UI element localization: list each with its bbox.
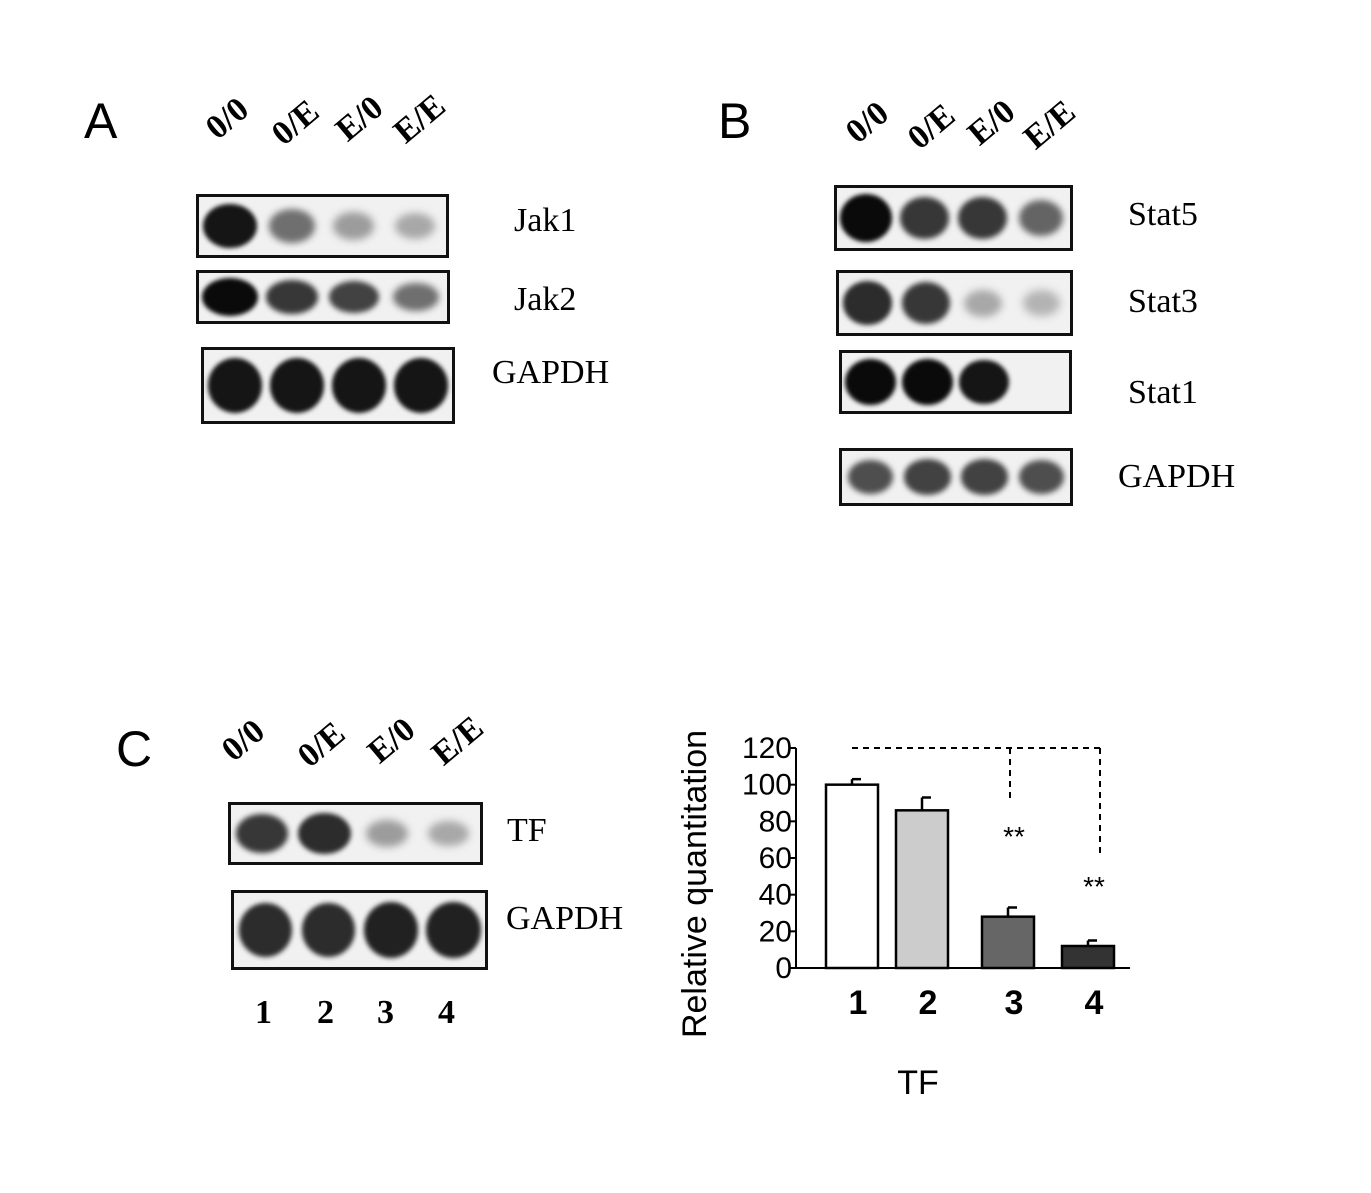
blot-band xyxy=(1018,460,1065,494)
panel-b-letter: B xyxy=(718,93,752,149)
panel-c-lane-number-4: 4 xyxy=(438,994,455,1031)
panel-a-label-jak1: Jak1 xyxy=(514,202,577,239)
panel-b-blot-gapdh xyxy=(839,448,1073,506)
panel-a-blot-gapdh xyxy=(201,347,455,424)
panel-a-blot-jak2 xyxy=(196,270,450,324)
blot-band xyxy=(901,358,953,406)
blot-band xyxy=(393,357,449,413)
panel-c-letter: C xyxy=(116,721,153,777)
panel-b-blot-stat1 xyxy=(839,350,1072,414)
x-tick-label: 4 xyxy=(1085,984,1104,1022)
panel-b-blot-stat5 xyxy=(834,185,1073,251)
blot-band xyxy=(900,197,949,239)
blot-band xyxy=(843,281,893,325)
blot-band xyxy=(844,358,896,406)
panel-c-blot-gapdh xyxy=(231,890,488,970)
panel-a-label-jak2: Jak2 xyxy=(514,281,577,318)
blot-band xyxy=(839,194,893,242)
panel-c-lane-number-1: 1 xyxy=(255,994,272,1031)
blot-band xyxy=(1022,290,1060,316)
significance-marker: ** xyxy=(1083,871,1105,902)
blot-band xyxy=(428,820,470,847)
blot-band xyxy=(363,902,418,958)
x-tick-label: 1 xyxy=(849,984,868,1022)
y-tick-label: 40 xyxy=(759,879,792,912)
x-tick-label: 3 xyxy=(1005,984,1024,1022)
blot-band xyxy=(301,903,355,957)
bar-3 xyxy=(980,915,1036,970)
blot-band xyxy=(394,212,436,240)
blot-band xyxy=(365,819,408,848)
blot-band xyxy=(901,282,950,324)
blot-band xyxy=(847,460,894,494)
blot-band xyxy=(961,459,1008,495)
y-axis-label: Relative quantitation xyxy=(676,730,714,1038)
blot-band xyxy=(269,357,325,413)
panel-b-label-gapdh: GAPDH xyxy=(1118,458,1236,495)
panel-c-label-gapdh: GAPDH xyxy=(506,900,624,937)
y-tick-label: 120 xyxy=(742,732,792,765)
blot-band xyxy=(238,903,292,957)
bar-4 xyxy=(1060,944,1116,970)
panel-b-blot-stat3 xyxy=(836,270,1073,336)
blot-band xyxy=(328,280,380,314)
blot-band xyxy=(202,203,258,249)
blot-band xyxy=(1018,200,1063,236)
panel-a-blot-jak1 xyxy=(196,194,449,258)
y-tick-label: 20 xyxy=(759,915,792,948)
panel-b-label-stat5: Stat5 xyxy=(1128,196,1198,233)
blot-band xyxy=(426,902,481,958)
panel-c-lane-number-3: 3 xyxy=(377,994,394,1031)
blot-band xyxy=(207,357,263,413)
blot-band xyxy=(268,209,315,243)
blot-band xyxy=(958,359,1009,405)
blot-band xyxy=(964,289,1003,317)
blot-band xyxy=(297,812,351,855)
panel-b-label-stat3: Stat3 xyxy=(1128,283,1198,320)
bar-2 xyxy=(894,809,950,970)
blot-band xyxy=(392,283,439,311)
y-tick-label: 100 xyxy=(742,769,792,802)
panel-c-label-tf: TF xyxy=(507,812,547,849)
blot-band xyxy=(331,357,387,413)
panel-c-blot-tf xyxy=(228,802,483,865)
blot-band xyxy=(236,813,288,854)
panel-a-label-gapdh: GAPDH xyxy=(492,354,610,391)
panel-c-lane-number-2: 2 xyxy=(317,994,334,1031)
blot-band xyxy=(266,280,318,314)
x-tick-label: 2 xyxy=(919,984,938,1022)
significance-marker: ** xyxy=(1003,821,1025,852)
bar-1 xyxy=(824,783,880,970)
panel-a-letter: A xyxy=(84,93,118,149)
y-tick-label: 80 xyxy=(759,805,792,838)
panel-b-label-stat1: Stat1 xyxy=(1128,374,1198,411)
blot-band xyxy=(958,197,1007,239)
x-axis-label: TF xyxy=(897,1064,939,1102)
blot-band xyxy=(202,277,258,317)
y-tick-label: 60 xyxy=(759,842,792,875)
blot-band xyxy=(904,459,951,495)
y-tick-label: 0 xyxy=(775,952,792,985)
blot-band xyxy=(332,212,375,240)
